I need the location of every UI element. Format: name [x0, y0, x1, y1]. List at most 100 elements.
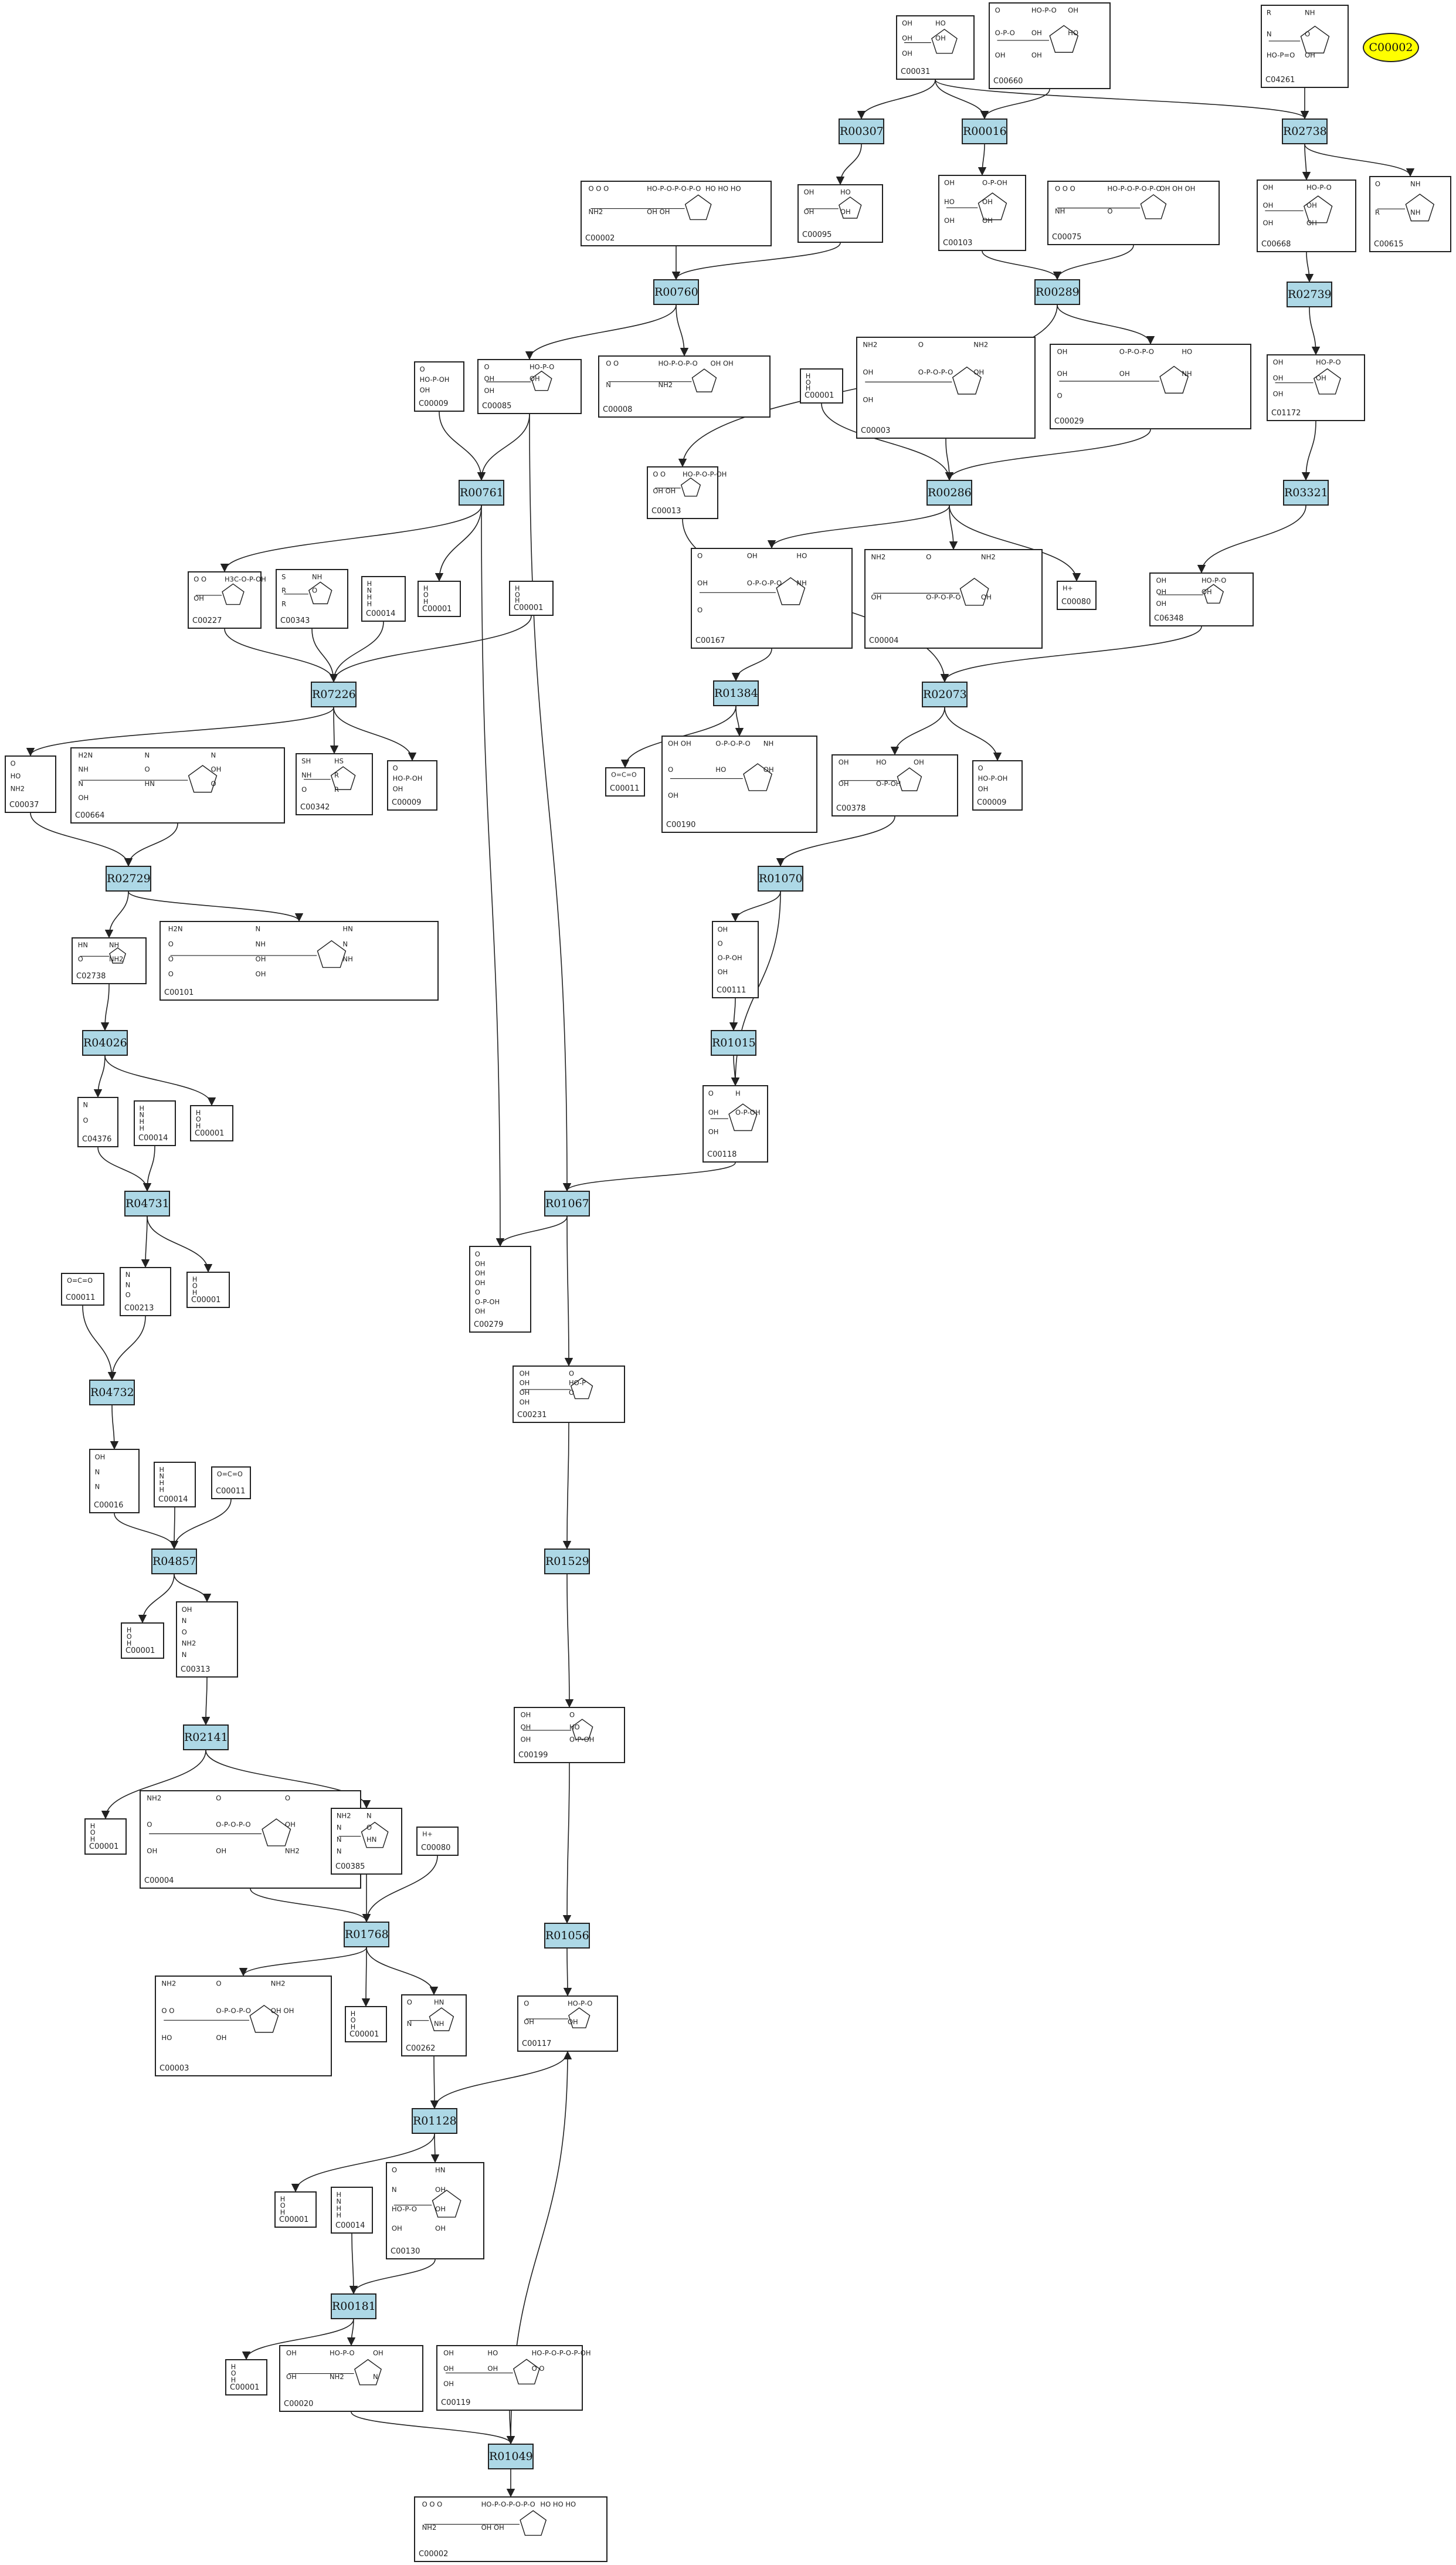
atom-label: OH	[1057, 370, 1067, 378]
reaction-node[interactable]: R07226	[311, 682, 357, 707]
reaction-node[interactable]: R02739	[1287, 282, 1332, 307]
reaction-node[interactable]: R02738	[1282, 118, 1328, 144]
reaction-node[interactable]: R00016	[962, 118, 1007, 144]
reaction-node[interactable]: R03321	[1283, 480, 1329, 506]
reaction-node[interactable]: R02073	[922, 682, 968, 707]
atom-label: O	[127, 1633, 132, 1641]
reaction-node[interactable]: R00181	[331, 2293, 376, 2319]
reaction-node[interactable]: R04026	[82, 1030, 128, 1056]
atom-label: H	[159, 1485, 165, 1493]
reaction-node[interactable]: R01384	[713, 680, 759, 706]
highlight-compound[interactable]: C00002	[1363, 33, 1419, 62]
reaction-node[interactable]: R01128	[412, 2108, 457, 2134]
reaction-node[interactable]: R02729	[106, 866, 151, 892]
reaction-node[interactable]: R01056	[544, 1923, 590, 1949]
reaction-node[interactable]: R01049	[488, 2444, 534, 2469]
atom-label: O=C=O	[67, 1277, 93, 1285]
reaction-node[interactable]: R00761	[459, 480, 504, 506]
reaction-node[interactable]: R00286	[926, 480, 972, 506]
reaction-node[interactable]: R01067	[544, 1191, 590, 1217]
reaction-node[interactable]: R01768	[344, 1922, 389, 1947]
reaction-node[interactable]: R02141	[183, 1724, 229, 1750]
reaction-node[interactable]: R00289	[1034, 279, 1080, 305]
compound-node[interactable]: H+C00080	[416, 1827, 459, 1856]
compound-node[interactable]: H+C00080	[1057, 581, 1097, 610]
reaction-node[interactable]: R04857	[151, 1549, 197, 1574]
reaction-node[interactable]: R01529	[544, 1549, 590, 1574]
reaction-node[interactable]: R04731	[124, 1191, 170, 1217]
reaction-node[interactable]: R00760	[653, 279, 699, 305]
reaction-node[interactable]: R00307	[839, 118, 884, 144]
reaction-node[interactable]: R04732	[89, 1380, 135, 1405]
reaction-node[interactable]: R01070	[758, 866, 803, 892]
reaction-node[interactable]: R01015	[711, 1030, 756, 1056]
atom-label: R	[334, 771, 339, 780]
